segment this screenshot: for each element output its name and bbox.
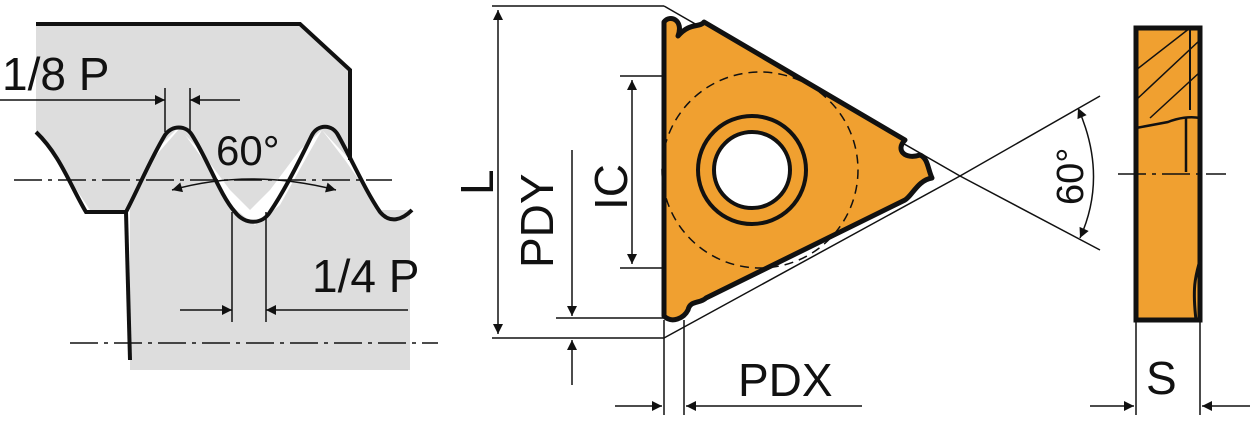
side-step-upper — [1135, 115, 1201, 130]
insert-top-view: L IC PDY PDX — [451, 5, 961, 415]
workpiece-wall — [124, 211, 132, 361]
quarter-pitch-label: 1/4 P — [312, 250, 419, 302]
thread-profile-view: 1/8 P 60° 1/4 P — [0, 22, 438, 370]
insert-tip-outline — [36, 22, 352, 160]
thread-wave — [34, 124, 414, 224]
insert-hole — [712, 130, 792, 210]
insert-angle-view: 60° — [959, 95, 1101, 251]
angle-leg-top — [959, 95, 1101, 177]
pdx-label: PDX — [738, 354, 833, 406]
pdy-label: PDY — [511, 173, 563, 268]
insert-angle-arc — [1077, 107, 1095, 239]
insert-side-view: S — [1090, 25, 1250, 415]
side-step-lower — [1192, 259, 1202, 321]
ic-label: IC — [585, 164, 637, 210]
insert-angle-label: 60° — [1050, 148, 1092, 205]
flank-angle-label: 60° — [216, 127, 280, 174]
frame-diag-bottom — [663, 175, 961, 339]
flank-angle-arc — [171, 178, 337, 193]
thickness-label: S — [1146, 352, 1177, 404]
length-label: L — [451, 169, 503, 195]
inscribed-circle — [661, 71, 859, 269]
angle-leg-bottom — [959, 175, 1101, 251]
eighth-pitch-label: 1/8 P — [2, 48, 109, 100]
insert-tip-block — [36, 24, 350, 210]
